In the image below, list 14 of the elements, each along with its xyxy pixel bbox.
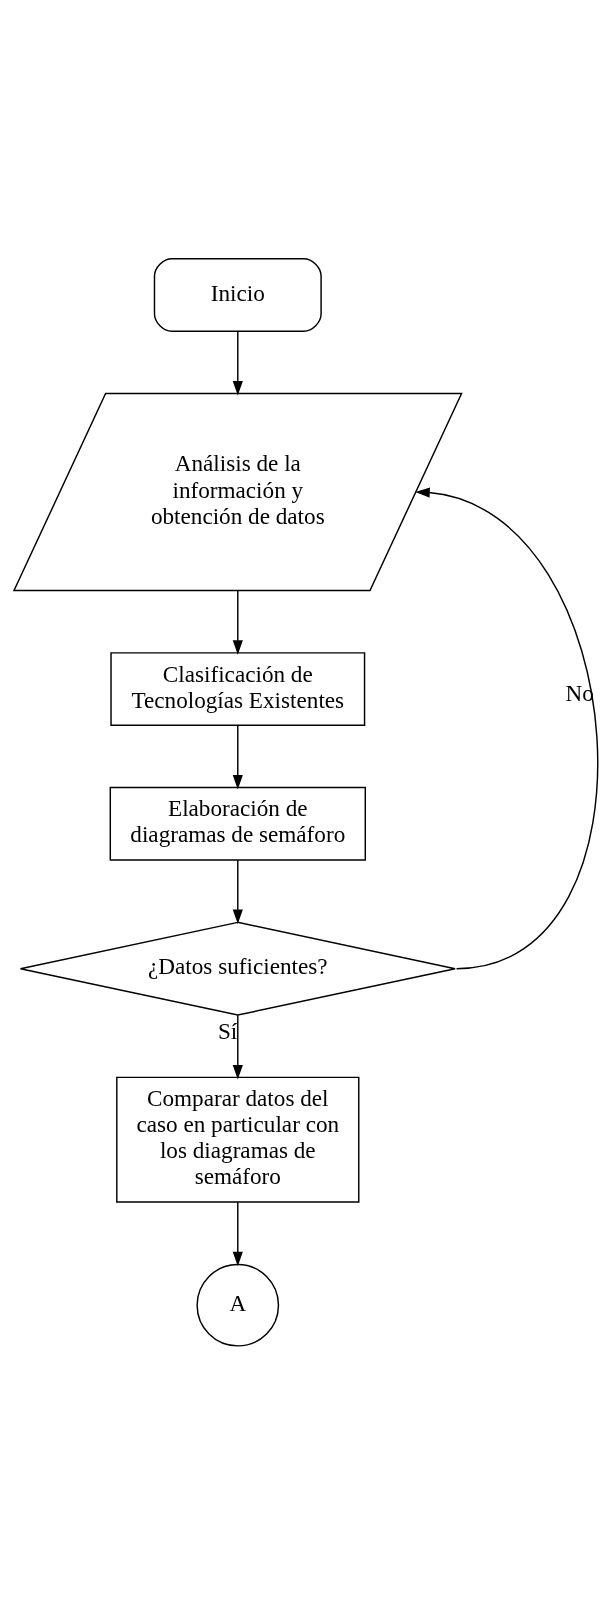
arrow: [232, 1200, 243, 1266]
node-box: Elaboración de diagramas de semáforo: [109, 786, 366, 861]
arrow: [415, 487, 598, 969]
arrow: [232, 589, 243, 655]
node-box: Clasificación de Tecnologías Existentes: [110, 651, 366, 726]
arrow: [232, 1013, 243, 1079]
node-circle: A: [196, 1263, 280, 1347]
node-box: Comparar datos del caso en particular con los diagramas de semáforo: [116, 1076, 360, 1203]
node-box: Inicio: [153, 257, 322, 332]
arrow: [232, 859, 243, 924]
arrow: [232, 330, 243, 395]
node-diamond: ¿Datos suficientes?: [19, 921, 456, 1016]
arrow: [232, 724, 243, 790]
edge-label: Sí: [217, 1017, 238, 1044]
